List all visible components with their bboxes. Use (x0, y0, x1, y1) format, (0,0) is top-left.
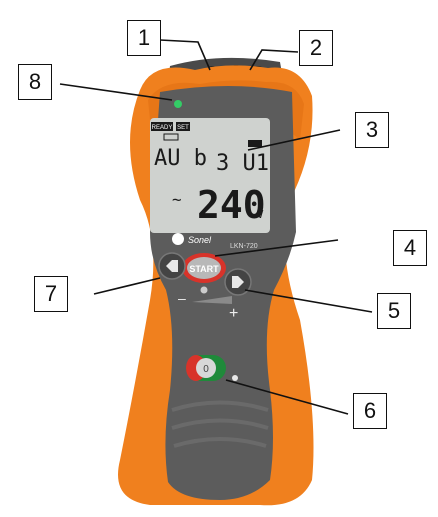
callout-1: 1 (127, 20, 161, 56)
callout-7: 7 (34, 276, 68, 312)
status-led-icon (174, 100, 182, 108)
power-button[interactable] (196, 358, 216, 378)
brand-logo-icon (172, 233, 184, 245)
model-name: LKN-720 (230, 243, 258, 250)
leader-lines (59, 39, 373, 415)
callout-3: 3 (355, 112, 389, 148)
minus-symbol: – (178, 290, 186, 306)
plus-symbol: + (229, 305, 238, 322)
leader-line-6 (225, 379, 349, 415)
lcd-battery-icon (163, 133, 179, 141)
lcd-set-badge (176, 122, 190, 131)
leader-line-8 (59, 83, 173, 101)
right-arrow-icon (232, 276, 244, 288)
start-button[interactable] (187, 257, 221, 279)
callout-8: 8 (18, 64, 52, 100)
lcd-battery-full-icon (248, 140, 262, 147)
callout-5: 5 (377, 293, 411, 329)
lcd-unit: V (257, 208, 264, 221)
leader-line-3 (247, 129, 341, 151)
level-ramp-icon (192, 296, 232, 304)
left-arrow-icon (166, 260, 178, 272)
lcd-ready-badge (151, 122, 173, 131)
lcd-ready-text: READY (152, 125, 173, 131)
callout-6: 6 (353, 393, 387, 429)
leader-line-5 (244, 289, 373, 313)
callout-2: 2 (299, 30, 333, 66)
lcd-left-text: AU b (154, 146, 207, 171)
lcd-set-text: SET (177, 125, 189, 131)
face-curve (171, 400, 269, 412)
bulb-icon (232, 375, 238, 381)
lcd-value: 240 (197, 183, 266, 227)
lcd-tilde: ~ (172, 190, 182, 209)
power-button-symbol: 0 (203, 364, 209, 375)
lcd-right-text: 3 U1 (216, 151, 269, 176)
start-button-label: START (189, 264, 219, 274)
leader-line-1 (159, 39, 211, 71)
gear-icon (200, 286, 208, 294)
face-curve (171, 418, 269, 430)
lcd-screen (150, 118, 270, 233)
leader-line-7 (93, 277, 161, 295)
face-curve (173, 437, 267, 448)
brand-name: Sonel (188, 235, 212, 245)
leader-line-4 (214, 239, 339, 257)
leader-line-2 (249, 49, 299, 71)
callout-4: 4 (393, 230, 427, 266)
